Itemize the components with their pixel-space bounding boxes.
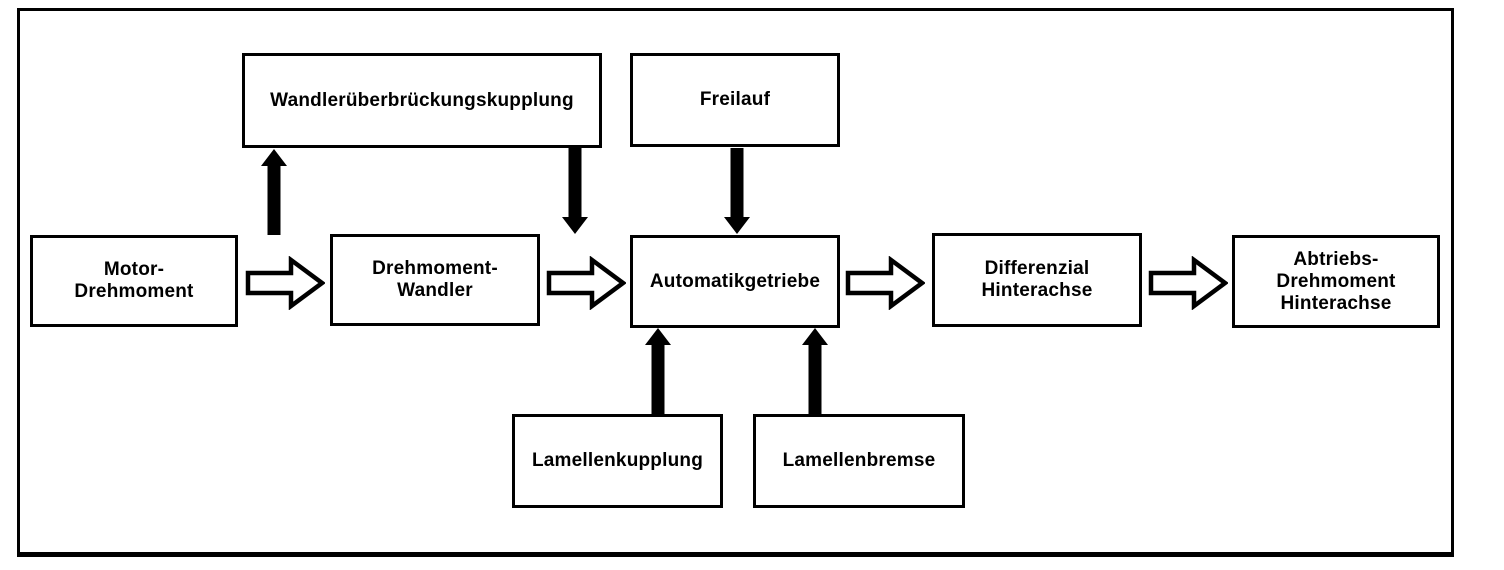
hollow-right-arrow-motor-to-wandler-icon: [245, 256, 325, 310]
node-automatikgetriebe: Automatikgetriebe: [630, 235, 840, 328]
hollow-right-arrow-getriebe-to-differenzial-icon: [845, 256, 925, 310]
solid-down-arrow-from-wandlerkupplung-icon: [562, 148, 588, 234]
node-freilauf: Freilauf: [630, 53, 840, 147]
solid-up-arrow-to-wandlerkupplung-icon: [261, 149, 287, 235]
node-lamellenkupplung: Lamellenkupplung: [512, 414, 723, 508]
node-wandlerueberbrueckungskupplung: Wandlerüberbrückungskupplung: [242, 53, 602, 148]
node-motor-drehmoment: Motor- Drehmoment: [30, 235, 238, 327]
solid-down-arrow-freilauf-to-getriebe-icon: [724, 148, 750, 234]
node-abtriebs-drehmoment-hinterachse: Abtriebs- Drehmoment Hinterachse: [1232, 235, 1440, 328]
node-differenzial-hinterachse: Differenzial Hinterachse: [932, 233, 1142, 327]
hollow-right-arrow-differenzial-to-abtrieb-icon: [1148, 256, 1228, 310]
node-drehmoment-wandler: Drehmoment- Wandler: [330, 234, 540, 326]
solid-up-arrow-lamellenkupplung-to-getriebe-icon: [645, 328, 671, 414]
node-lamellenbremse: Lamellenbremse: [753, 414, 965, 508]
solid-up-arrow-lamellenbremse-to-getriebe-icon: [802, 328, 828, 414]
hollow-right-arrow-wandler-to-getriebe-icon: [546, 256, 626, 310]
